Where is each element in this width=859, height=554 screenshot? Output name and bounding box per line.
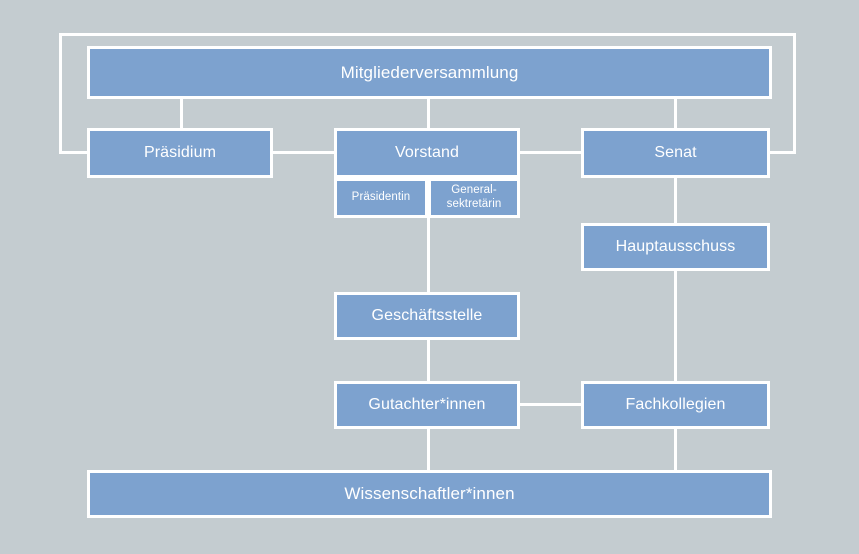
connector-geschaeftsstelle-gutachter	[427, 340, 430, 381]
node-label-vorstand: Vorstand	[395, 143, 459, 161]
frame-right-vertical	[793, 33, 796, 153]
node-label-praesidentin: Präsidentin	[351, 191, 411, 204]
frame-top-rail	[59, 33, 796, 36]
node-wissenschaftler[interactable]: Wissenschaftler*innen	[87, 470, 772, 518]
node-label-geschaeftsstelle: Geschäftsstelle	[371, 306, 483, 324]
connector-gutachter-wissenschaftler	[427, 429, 430, 470]
connector-fachkollegien-wissenschaftler	[674, 429, 677, 470]
node-label-gutachter: Gutachter*innen	[368, 395, 486, 413]
frame-left-stub	[59, 151, 89, 154]
node-label-mitgliederversammlung: Mitgliederversammlung	[340, 62, 519, 82]
node-label-hauptausschuss: Hauptausschuss	[615, 237, 736, 255]
connector-gutachter-fachkollegien	[519, 403, 585, 406]
node-generalsekretaerin[interactable]: General- sektretärin	[428, 178, 520, 218]
node-senat[interactable]: Senat	[581, 128, 770, 178]
node-label-fachkollegien: Fachkollegien	[625, 395, 726, 413]
connector-senat-hauptausschuss	[674, 178, 677, 223]
connector-hauptausschuss-fachkollegien	[674, 271, 677, 381]
frame-left-vertical	[59, 33, 62, 153]
node-mitgliederversammlung[interactable]: Mitgliederversammlung	[87, 46, 772, 99]
frame-right-stub	[769, 151, 796, 154]
node-gutachter[interactable]: Gutachter*innen	[334, 381, 520, 429]
connector-mv-to-praesidium	[180, 99, 183, 128]
node-geschaeftsstelle[interactable]: Geschäftsstelle	[334, 292, 520, 340]
connector-vorstand-senat	[519, 151, 585, 154]
node-label-senat: Senat	[654, 143, 697, 161]
connector-mv-to-senat	[674, 99, 677, 128]
node-label-generalsekretaerin-line1: General-	[451, 184, 497, 197]
node-label-praesidium: Präsidium	[143, 143, 217, 161]
connector-mv-to-vorstand	[427, 99, 430, 128]
node-vorstand[interactable]: Vorstand	[334, 128, 520, 178]
node-hauptausschuss[interactable]: Hauptausschuss	[581, 223, 770, 271]
node-label-generalsekretaerin-line2: sektretärin	[446, 198, 502, 210]
node-label-wissenschaftler: Wissenschaftler*innen	[344, 484, 515, 504]
node-fachkollegien[interactable]: Fachkollegien	[581, 381, 770, 429]
connector-praesidium-vorstand	[272, 151, 338, 154]
node-praesidentin[interactable]: Präsidentin	[334, 178, 428, 218]
node-praesidium[interactable]: Präsidium	[87, 128, 273, 178]
connector-vorstand-geschaeftsstelle	[427, 217, 430, 293]
